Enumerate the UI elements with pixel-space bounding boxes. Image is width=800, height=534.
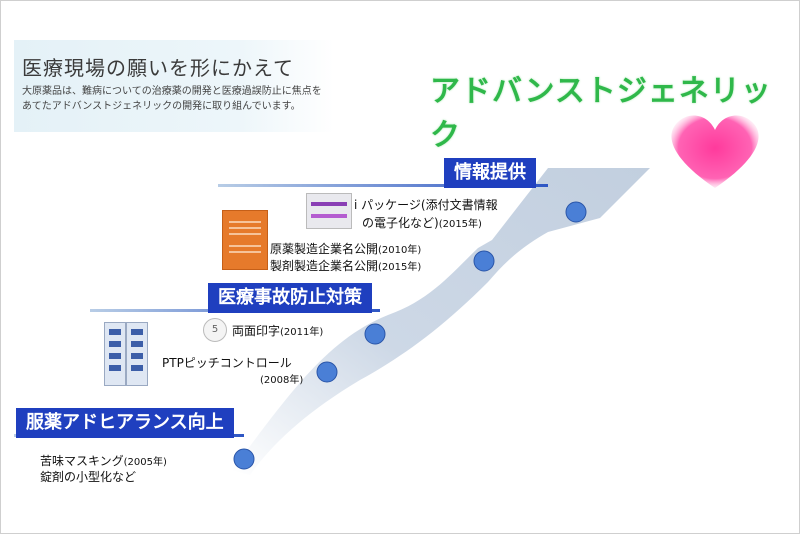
double-print-label: 両面印字(2011年) bbox=[232, 324, 324, 338]
ipackage-label-2: の電子化など)(2015年) bbox=[362, 216, 482, 230]
small-tablet-label: 錠剤の小型化など bbox=[40, 470, 137, 484]
formulation-maker-label: 製剤製造企業名公開(2015年) bbox=[270, 259, 422, 273]
node-2 bbox=[316, 361, 338, 383]
package-image bbox=[306, 193, 352, 229]
intro-title: 医療現場の願いを形にかえて bbox=[22, 56, 294, 80]
api-maker-label: 原薬製造企業名公開(2010年) bbox=[270, 242, 422, 256]
heart-icon bbox=[671, 115, 759, 188]
node-5 bbox=[565, 201, 587, 223]
arrow-body bbox=[232, 168, 650, 475]
ptp-label: PTPピッチコントロール bbox=[162, 356, 292, 370]
masking-label: 苦味マスキング(2005年) bbox=[40, 454, 167, 468]
category-banner-adherence: 服薬アドヒアランス向上 bbox=[16, 408, 234, 438]
print-sample-icon: 5 bbox=[203, 318, 227, 342]
blister-pack-1 bbox=[104, 322, 126, 386]
ptp-year: (2008年) bbox=[260, 375, 304, 386]
category-banner-safety: 医療事故防止対策 bbox=[208, 283, 372, 313]
node-1 bbox=[233, 448, 255, 470]
booklet-image bbox=[222, 210, 268, 270]
timeline-line-3 bbox=[218, 184, 548, 187]
node-4 bbox=[473, 250, 495, 272]
intro-panel bbox=[14, 40, 334, 132]
intro-description: 大原薬品は、難病についての治療薬の開発と医療過誤防止に焦点をあてたアドバンストジ… bbox=[22, 86, 322, 112]
node-3 bbox=[364, 323, 386, 345]
brand-title: アドバンストジェネリック bbox=[430, 74, 772, 153]
category-banner-info: 情報提供 bbox=[444, 158, 536, 188]
blister-pack-2 bbox=[126, 322, 148, 386]
ipackage-label-1: i パッケージ(添付文書情報 bbox=[354, 198, 498, 212]
